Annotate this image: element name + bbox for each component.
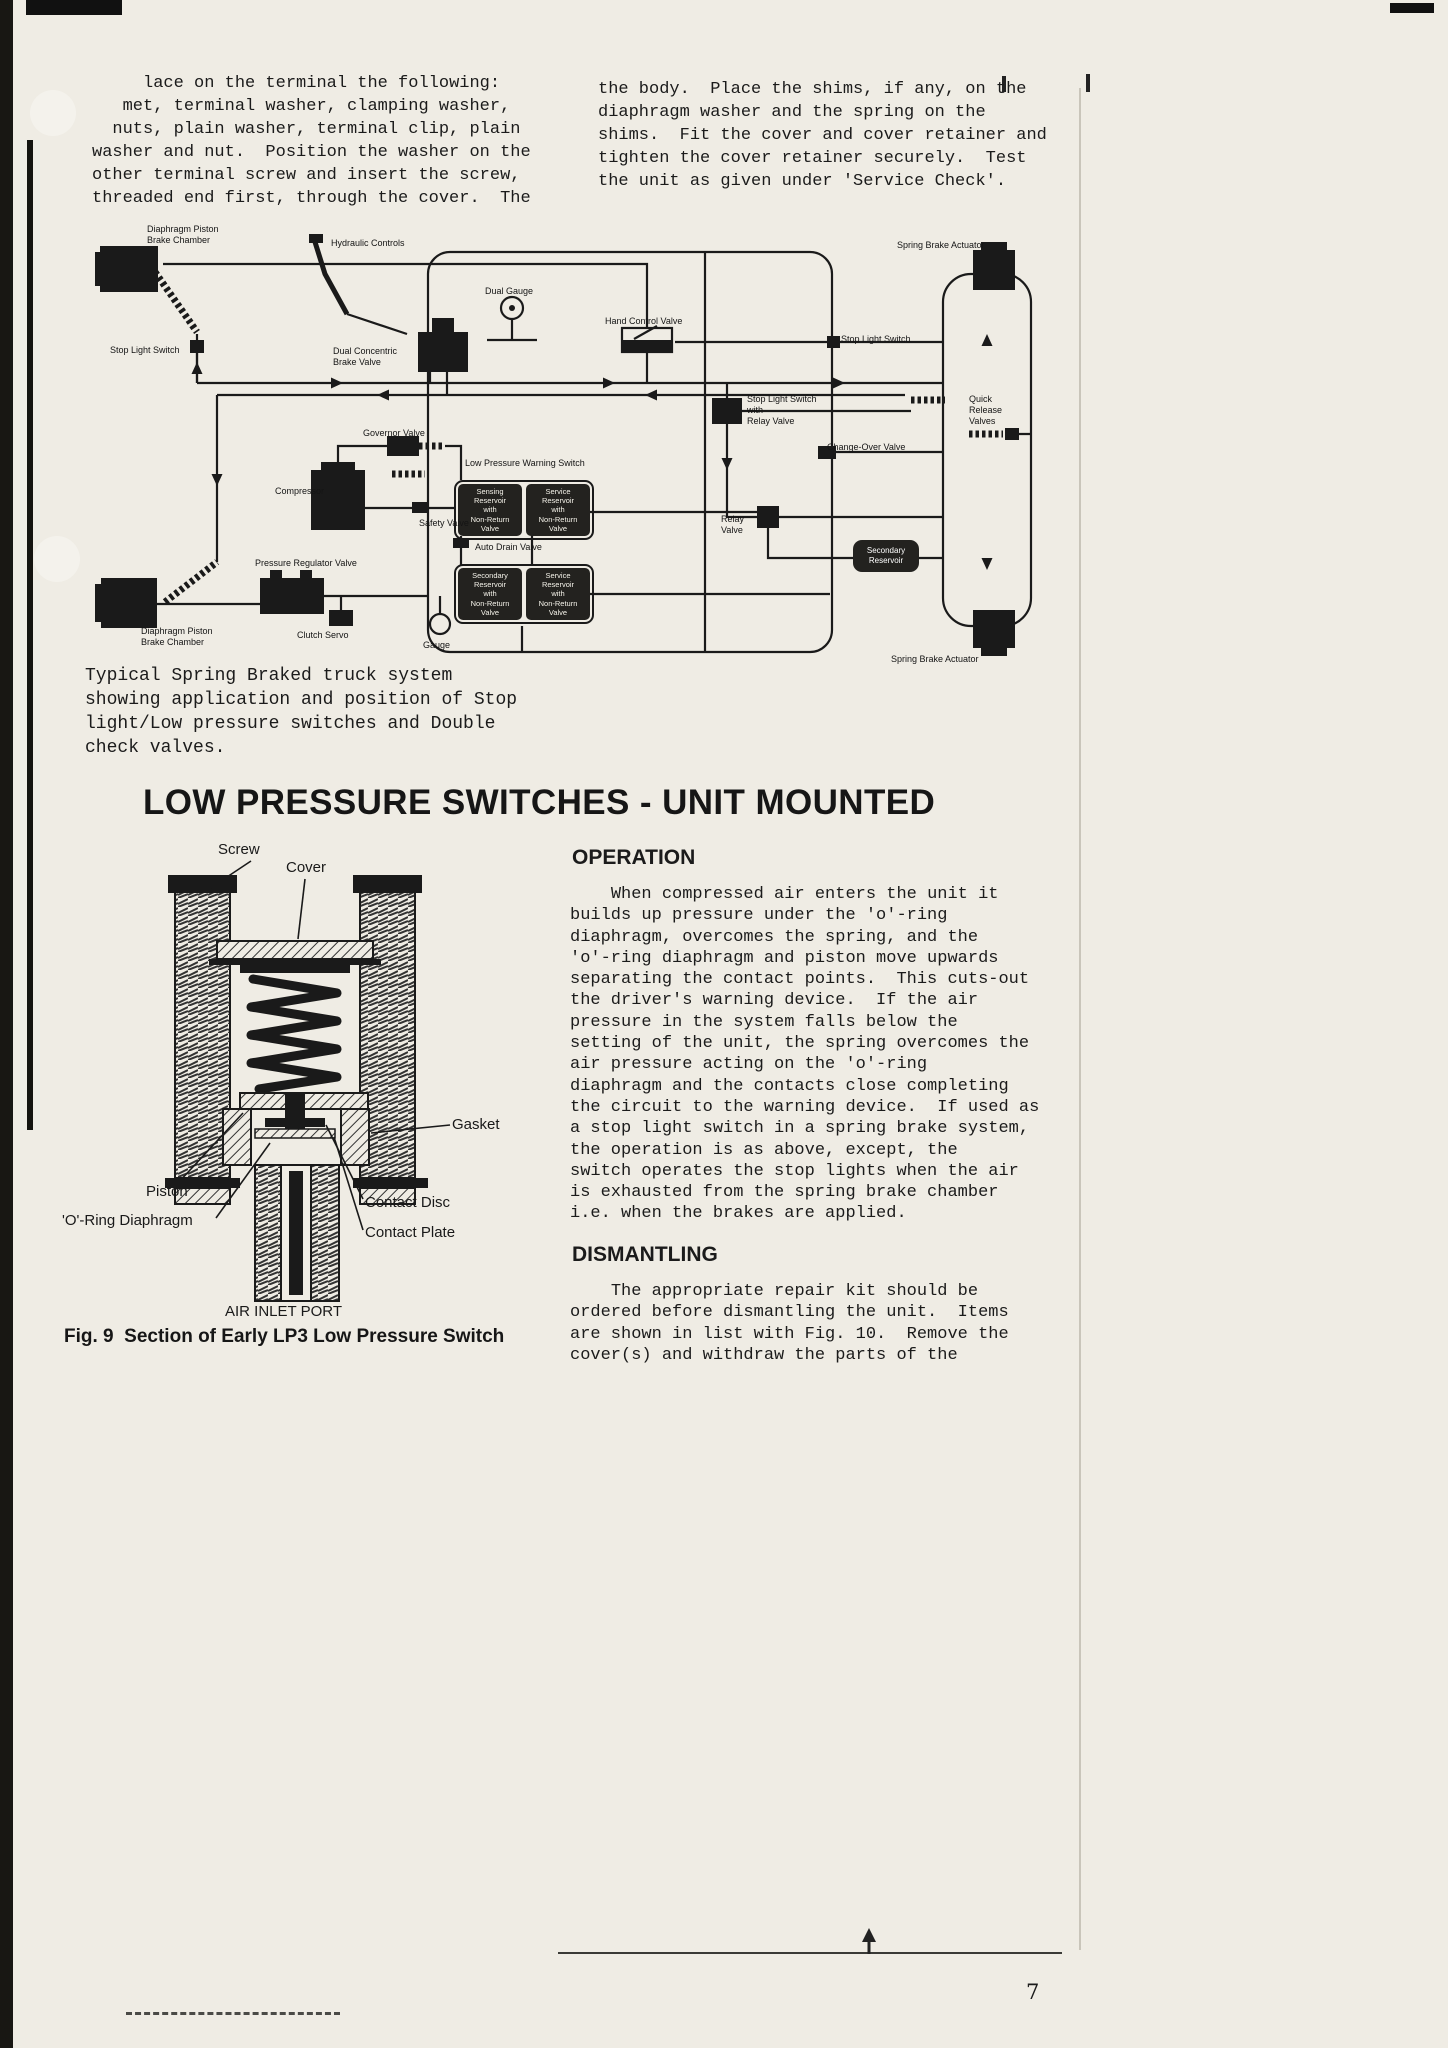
label-stop-light-switch-right: Stop Light Switch [841, 334, 911, 344]
secondary-reservoir-box: Secondary Reservoir with Non-Return Valv… [458, 568, 522, 620]
sensing-reservoir: Sensing Reservoir with Non-Return Valve [458, 484, 522, 536]
label-spring-brake-actuator-top: Spring Brake Actuator [897, 240, 985, 250]
label-hydraulic-controls: Hydraulic Controls [331, 238, 405, 248]
reservoir-pair-outline [454, 564, 594, 624]
label-diaphragm-piston-brake-chamber-bottom: Diaphragm Piston Brake Chamber [141, 626, 213, 647]
scan-dashed-line [126, 2012, 340, 2015]
label-spring-brake-actuator-bottom: Spring Brake Actuator [891, 654, 979, 664]
intro-paragraph-left: lace on the terminal the following: met,… [92, 74, 531, 208]
label-governor-valve: Governor Valve [363, 428, 425, 438]
bottom-rule [558, 1952, 1062, 1954]
hole-punch [34, 536, 80, 582]
intro-paragraph-right: the body. Place the shims, if any, on th… [598, 80, 1047, 191]
brake-diagram-plumbing [95, 234, 1033, 656]
label-change-over-valve: Change-Over Valve [827, 442, 906, 452]
label-screw: Screw [218, 841, 260, 858]
dismantling-heading: DISMANTLING [572, 1243, 718, 1266]
label-clutch-servo: Clutch Servo [297, 630, 349, 640]
page-number: 7 [1026, 1980, 1040, 2004]
label-gauge: Gauge [423, 640, 451, 650]
label-diaphragm-piston-brake-chamber-top: Diaphragm Piston Brake Chamber [147, 224, 219, 245]
label-stop-light-switch-left: Stop Light Switch [110, 345, 180, 355]
label-low-pressure-warning-switch: Low Pressure Warning Switch [465, 458, 585, 468]
reservoir-pair-outline [454, 480, 594, 540]
scan-artifact [26, 0, 122, 15]
label-dual-concentric-brake-valve: Dual Concentric Brake Valve [333, 346, 398, 367]
label-pressure-regulator-valve: Pressure Regulator Valve [255, 558, 357, 568]
service-reservoir: Service Reservoir with Non-Return Valve [526, 484, 590, 536]
label-cover: Cover [286, 859, 327, 876]
service-reservoir: Service Reservoir with Non-Return Valve [526, 568, 590, 620]
scan-spine-line [27, 140, 33, 1130]
figure-9: Screw Cover Gasket Piston Contact Disc '… [58, 835, 568, 1380]
section-heading: LOW PRESSURE SWITCHES - UNIT MOUNTED [143, 783, 936, 822]
label-piston: Piston [146, 1183, 188, 1200]
label-safety-valve: Safety Valve [419, 518, 469, 528]
scan-artifact [1002, 76, 1006, 92]
label-o-ring-diaphragm: 'O'-Ring Diaphragm [62, 1212, 193, 1229]
scan-artifact [1086, 74, 1090, 92]
page-edge-shadow [1079, 88, 1081, 1950]
scan-edge [0, 0, 13, 2048]
lp3-section-drawing [165, 860, 451, 1302]
label-quick-release-valves: Quick Release Valves [969, 394, 1003, 426]
operation-heading: OPERATION [572, 846, 696, 869]
up-arrow-mark [862, 1928, 876, 1954]
label-relay-valve: Relay Valve [721, 514, 745, 535]
dismantling-body: The appropriate repair kit should be ord… [570, 1282, 1009, 1365]
label-auto-drain-valve: Auto Drain Valve [475, 542, 542, 552]
figure-9-caption: Fig. 9 Section of Early LP3 Low Pressure… [64, 1326, 505, 1347]
label-air-inlet-port: AIR INLET PORT [225, 1303, 342, 1320]
operation-body: When compressed air enters the unit it b… [570, 885, 1040, 1224]
secondary-reservoir-tank: Secondary Reservoir [853, 540, 919, 572]
hole-punch [30, 90, 76, 136]
label-dual-gauge: Dual Gauge [485, 286, 534, 296]
label-stop-light-switch-relay: Stop Light Switch with Relay Valve [747, 394, 817, 426]
diagram-caption: Typical Spring Braked truck system showi… [85, 666, 518, 758]
scan-artifact [1390, 3, 1434, 13]
brake-system-diagram: Sensing Reservoir with Non-Return Valve … [85, 222, 1060, 672]
label-contact-plate: Contact Plate [365, 1224, 456, 1241]
label-compressor: Compressor [275, 486, 325, 496]
label-contact-disc: Contact Disc [365, 1194, 451, 1211]
label-gasket: Gasket [452, 1116, 500, 1133]
label-hand-control-valve: Hand Control Valve [605, 316, 683, 326]
